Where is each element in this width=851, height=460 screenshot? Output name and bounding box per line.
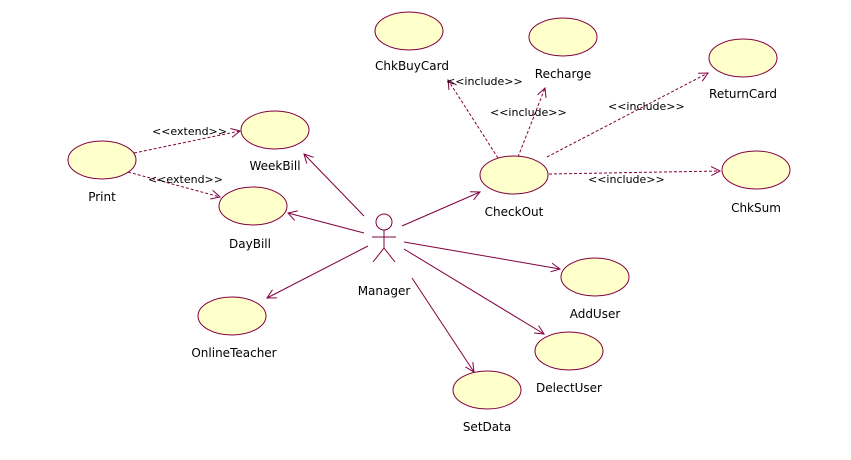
- usecase-label: Recharge: [535, 67, 591, 81]
- dep-print-weekbill: [133, 128, 242, 154]
- dep-checkout-chksum: [548, 166, 722, 177]
- stereotype-checkout-recharge: <<include>>: [490, 106, 567, 119]
- usecase-setdata[interactable]: SetData: [452, 370, 522, 434]
- usecase-label: CheckOut: [485, 205, 544, 219]
- actor-manager[interactable]: Manager: [358, 213, 411, 298]
- dep-checkout-chkbuycard: [447, 79, 499, 159]
- usecase-label: ChkSum: [731, 201, 781, 215]
- usecase-label: Print: [88, 190, 116, 204]
- dep-checkout-recharge: [517, 86, 547, 158]
- usecase-label: DayBill: [229, 237, 271, 251]
- usecase-label: DelectUser: [536, 381, 602, 395]
- stereotype-checkout-chksum: <<include>>: [588, 173, 665, 186]
- assoc-manager-onlineteacher: [266, 245, 369, 299]
- dep-print-daybill: [127, 171, 222, 200]
- dep-checkout-returncard: [546, 72, 709, 158]
- assoc-manager-adduser: [403, 241, 562, 273]
- usecase-label: ReturnCard: [709, 87, 777, 101]
- stereotype-print-daybill: <<extend>>: [148, 173, 223, 186]
- assoc-manager-daybill: [287, 210, 365, 234]
- actor-head: [375, 213, 393, 231]
- assoc-manager-setdata: [411, 277, 475, 373]
- stereotype-labels: <<extend>> <<extend>> <<include>> <<incl…: [148, 75, 685, 186]
- stereotype-checkout-chkbuycard: <<include>>: [446, 75, 523, 88]
- usecase-onlineteacher[interactable]: OnlineTeacher: [191, 296, 277, 360]
- usecase-print[interactable]: Print: [67, 140, 137, 204]
- usecase-chkbuycard[interactable]: ChkBuyCard: [374, 11, 449, 73]
- actor-left-leg: [372, 247, 385, 263]
- usecase-label: ChkBuyCard: [375, 59, 449, 73]
- usecase-label: SetData: [463, 420, 511, 434]
- actor-label: Manager: [358, 284, 411, 298]
- usecase-chksum[interactable]: ChkSum: [721, 150, 791, 215]
- usecase-label: WeekBill: [249, 159, 300, 173]
- stereotype-print-weekbill: <<extend>>: [152, 125, 227, 138]
- usecase-label: OnlineTeacher: [191, 346, 276, 360]
- usecase-weekbill[interactable]: WeekBill: [240, 110, 310, 173]
- stereotype-checkout-returncard: <<include>>: [608, 100, 685, 113]
- assoc-manager-delectuser: [403, 248, 545, 335]
- assoc-manager-weekbill: [303, 153, 365, 217]
- usecase-daybill[interactable]: DayBill: [218, 186, 288, 251]
- usecase-delectuser[interactable]: DelectUser: [534, 331, 604, 395]
- usecase-checkout[interactable]: CheckOut: [479, 155, 549, 219]
- assoc-manager-checkout: [401, 191, 482, 227]
- dependencies: [127, 72, 722, 200]
- actor-right-leg: [383, 247, 396, 263]
- usecase-returncard[interactable]: ReturnCard: [708, 38, 778, 101]
- usecase-adduser[interactable]: AddUser: [560, 257, 630, 321]
- usecase-label: AddUser: [570, 307, 621, 321]
- usecase-recharge[interactable]: Recharge: [528, 17, 598, 81]
